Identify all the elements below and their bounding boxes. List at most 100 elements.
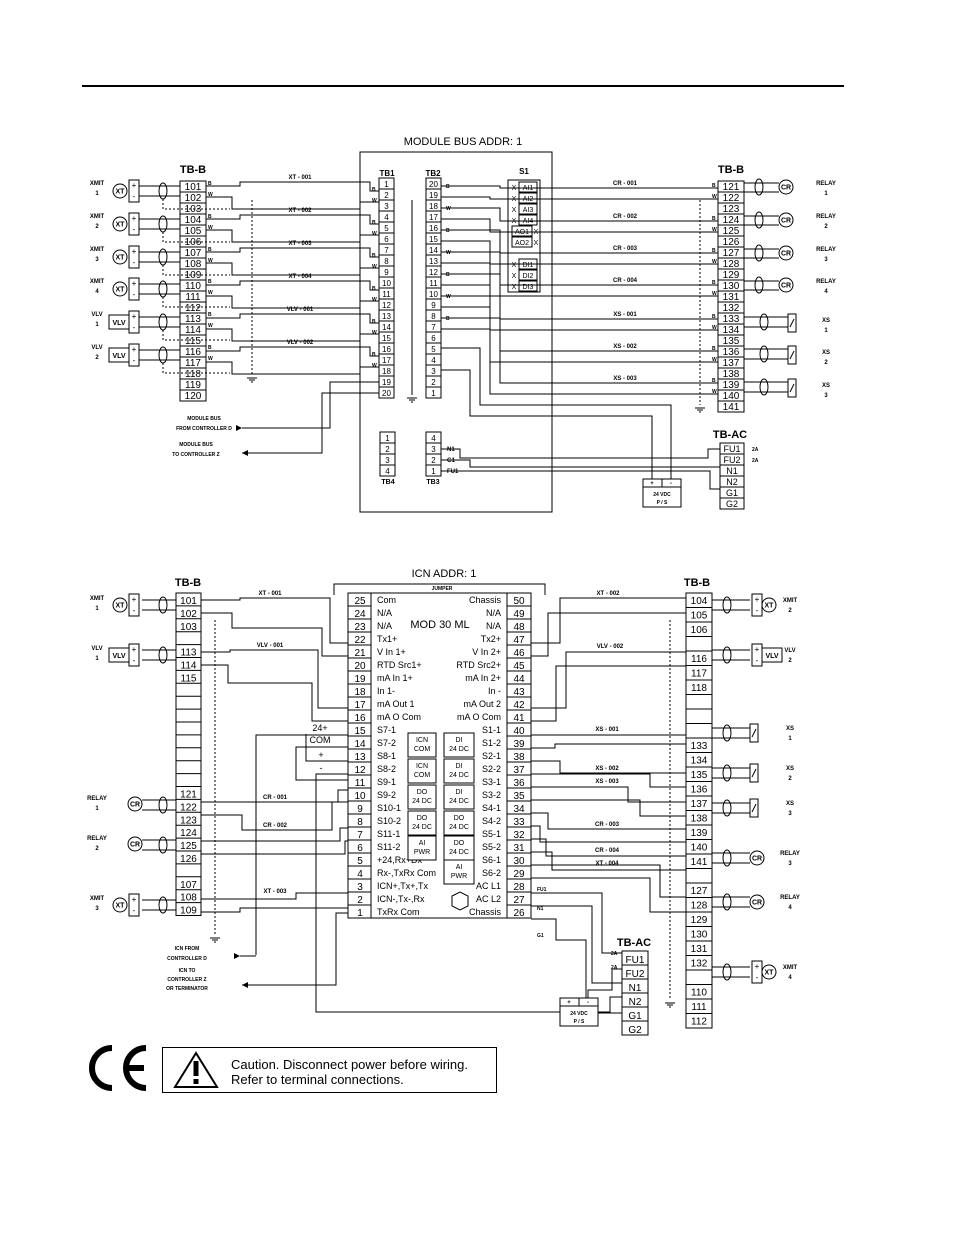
terminal-label: 129 xyxy=(691,915,708,926)
wire xyxy=(531,851,686,871)
wire-tag: XT - 002 xyxy=(596,591,620,597)
polarity-minus: - xyxy=(133,606,136,615)
device-label: 3 xyxy=(788,811,792,817)
function-label: AI xyxy=(419,840,426,847)
wire xyxy=(441,251,718,286)
terminal-label: 3 xyxy=(431,445,436,454)
device-terminal xyxy=(128,893,140,917)
terminal-label: 115 xyxy=(181,673,197,684)
bus-from-label: FROM CONTROLLER D xyxy=(176,426,232,432)
inner-function-box xyxy=(443,835,475,861)
s1-cell xyxy=(518,269,538,281)
function-label: PWR xyxy=(414,849,430,856)
terminal-label: 122 xyxy=(180,802,197,813)
polarity-plus: + xyxy=(132,181,137,190)
terminal-label: 16 xyxy=(382,345,391,354)
terminal-number: 47 xyxy=(513,635,525,646)
relay-icon xyxy=(778,245,794,261)
signal-label: RTD Src2+ xyxy=(456,660,501,670)
signal-label: ICN+,Tx+,Tx xyxy=(377,881,429,891)
signal-label: Tx2+ xyxy=(481,634,501,644)
terminal-label: 116 xyxy=(185,347,201,358)
shield-drain xyxy=(162,330,230,341)
wire-mark: W xyxy=(446,206,451,212)
device-label: XS xyxy=(786,766,794,772)
function-label: 24 DC xyxy=(449,772,469,779)
wire xyxy=(255,734,348,955)
terminal-label: 127 xyxy=(723,248,740,259)
s1-x: X xyxy=(512,262,517,269)
signal-label: In - xyxy=(488,686,501,696)
signal-label: S7-2 xyxy=(377,738,396,748)
terminal-label: 11 xyxy=(429,279,438,288)
ps-label: P / S xyxy=(574,1019,585,1025)
wire xyxy=(531,799,686,817)
signal-label: S6-2 xyxy=(482,868,501,878)
wire-tag: XT - 002 xyxy=(288,208,312,214)
polarity-plus: + xyxy=(755,595,760,604)
wire xyxy=(206,214,379,225)
terminal-number: 43 xyxy=(513,687,525,698)
terminal-label: 2 xyxy=(431,456,436,465)
wire xyxy=(441,328,718,395)
terminal-label: 141 xyxy=(691,857,708,868)
device-label: 2 xyxy=(788,776,792,782)
signal-label: V In 1+ xyxy=(377,647,406,657)
terminal-label: 139 xyxy=(723,380,740,391)
shield-icon xyxy=(158,596,168,614)
inner-function-box xyxy=(407,810,437,836)
terminal-label: 2 xyxy=(384,191,389,200)
wire-b: B xyxy=(372,352,376,358)
ac-label: G1 xyxy=(537,933,544,939)
wire-b: B xyxy=(372,220,376,226)
inner-function-box xyxy=(443,784,475,810)
signal-label: S8-1 xyxy=(377,751,396,761)
polarity-minus: - xyxy=(133,906,136,915)
wire xyxy=(206,346,379,357)
terminal-label: 120 xyxy=(185,391,202,402)
terminal-number: 37 xyxy=(513,765,525,776)
terminal-label: 2 xyxy=(385,445,390,454)
signal-label: RTD Src1+ xyxy=(377,660,422,670)
tbb-left-terminals xyxy=(175,592,202,916)
wire-b: B xyxy=(372,253,376,259)
device-terminal xyxy=(128,179,140,203)
polarity-minus: - xyxy=(756,606,759,615)
ce-mark xyxy=(82,1043,152,1098)
terminal-label: 114 xyxy=(181,661,197,672)
shield-icon xyxy=(158,646,168,664)
ac-label: FU1 xyxy=(537,887,547,893)
terminal-label: 108 xyxy=(180,893,197,904)
polarity-plus: + xyxy=(132,345,137,354)
terminal-label: 2 xyxy=(431,378,436,387)
wire xyxy=(441,185,718,189)
polarity-minus: - xyxy=(133,290,136,299)
wire-w: W xyxy=(372,231,377,237)
tbac-title: TB-AC xyxy=(713,429,747,441)
device-tag: XT xyxy=(116,189,126,196)
terminal-label: 114 xyxy=(185,325,201,336)
arrow-icon xyxy=(236,425,242,431)
s1-x: X xyxy=(534,240,539,247)
tb4-title: TB4 xyxy=(381,479,394,486)
signal-label: V In 2+ xyxy=(472,647,501,657)
terminal-label: 138 xyxy=(691,814,708,825)
device-label: RELAY xyxy=(816,279,836,285)
terminal-label: 14 xyxy=(429,246,438,255)
device-label: XS xyxy=(822,350,830,356)
s1-cell xyxy=(518,181,538,193)
transmitter-icon xyxy=(112,897,128,913)
terminal-label: N1 xyxy=(726,466,738,476)
terminal-label: 115 xyxy=(185,336,201,347)
wire-b: B xyxy=(208,279,212,285)
wire-mark: B xyxy=(446,184,450,190)
terminal-number: 27 xyxy=(513,895,525,906)
device-label: 2 xyxy=(95,846,99,852)
terminal-number: 50 xyxy=(513,596,525,607)
ps-plus: + xyxy=(567,1000,571,1006)
terminal-label: 1 xyxy=(431,467,436,476)
wire xyxy=(441,218,718,233)
tbb-right-title: TB-B xyxy=(718,164,744,176)
ps-label: P / S xyxy=(657,500,668,506)
terminal-label: 15 xyxy=(429,235,438,244)
